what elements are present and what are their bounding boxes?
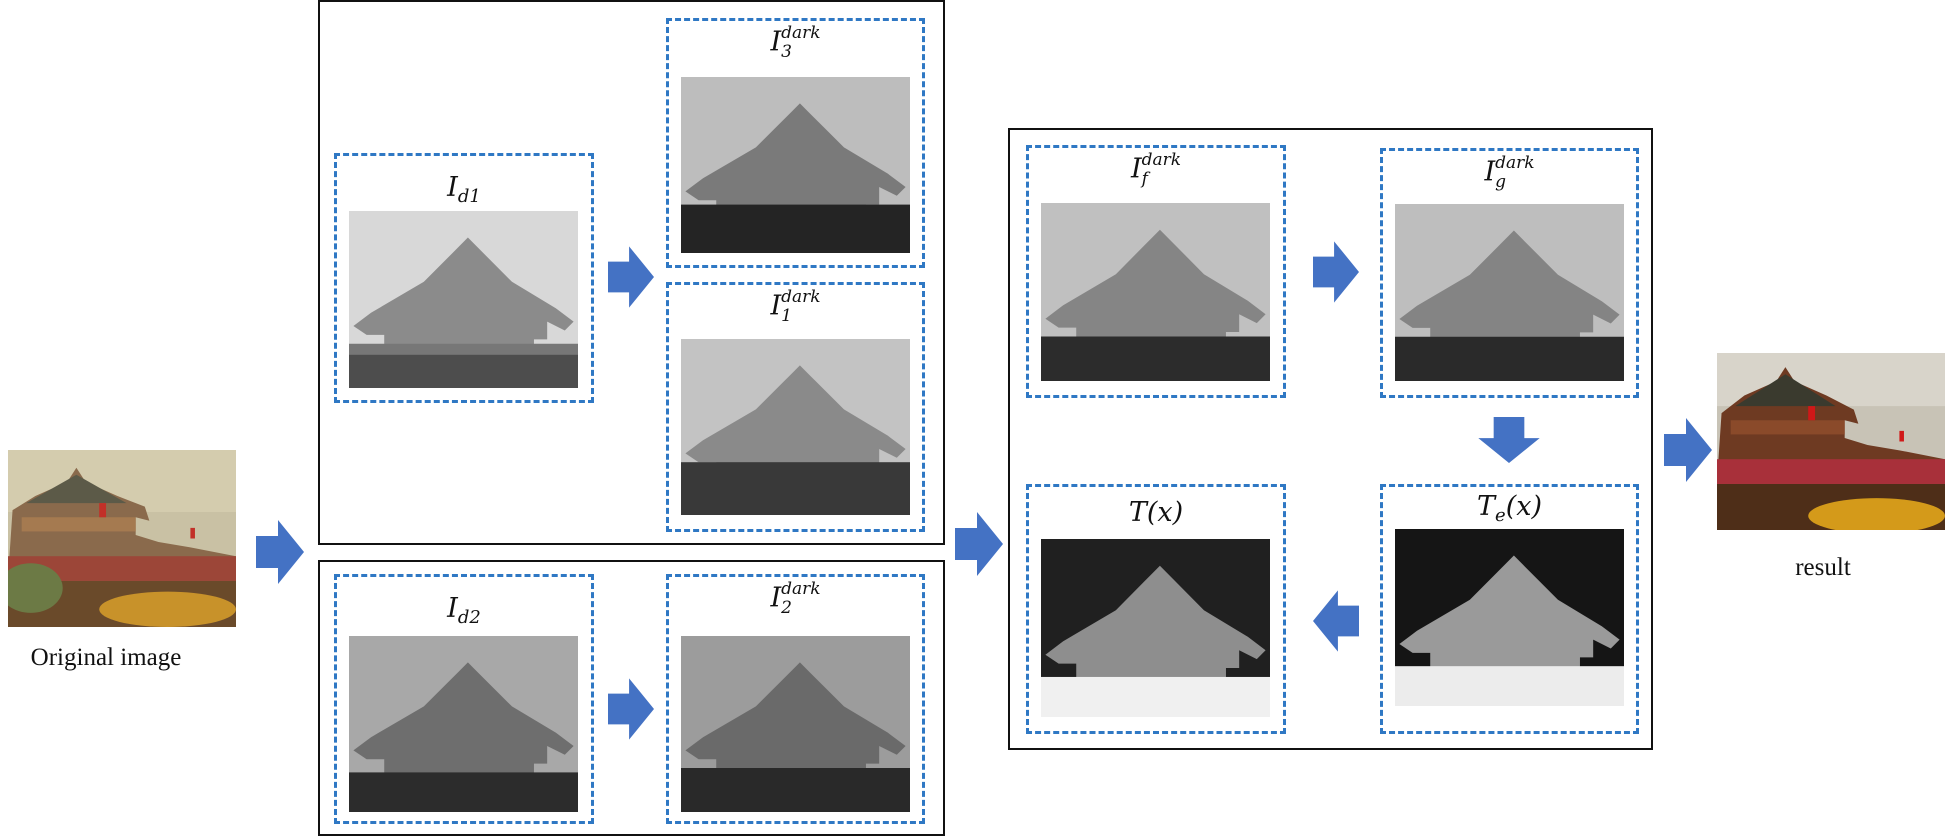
panel-t-x-label: T(x) xyxy=(1128,497,1184,528)
right-arrow-icon xyxy=(1313,241,1359,303)
down-arrow-icon xyxy=(1478,417,1540,463)
panel-i-d1: Id1 xyxy=(334,153,594,403)
result-image xyxy=(1717,353,1945,530)
image-i1-dark xyxy=(681,339,910,515)
panel-t-x: T(x) xyxy=(1026,484,1286,734)
image-i2-dark xyxy=(681,636,910,812)
image-t-x xyxy=(1041,539,1270,717)
fusion-frame xyxy=(1008,128,1653,750)
panel-i-d1-label: Id1 xyxy=(447,172,481,207)
panel-i-d2: Id2 xyxy=(334,574,594,824)
image-i3-dark xyxy=(681,77,910,253)
right-arrow-icon xyxy=(256,520,304,584)
panel-i-d2-label: Id2 xyxy=(447,593,481,628)
panel-te-x-label: Te(x) xyxy=(1477,491,1542,526)
image-if-dark xyxy=(1041,203,1270,381)
image-ig-dark xyxy=(1395,204,1624,381)
top-branch-frame xyxy=(318,0,945,545)
panel-te-x: Te(x) xyxy=(1380,484,1639,734)
result-caption: result xyxy=(1795,554,1851,581)
right-arrow-icon xyxy=(608,678,654,740)
right-arrow-icon xyxy=(955,512,1003,576)
right-arrow-icon xyxy=(1664,418,1712,482)
right-arrow-icon xyxy=(608,246,654,308)
original-image xyxy=(8,450,236,627)
bottom-branch-frame xyxy=(318,560,945,836)
original-image-caption: Original image xyxy=(30,644,182,671)
left-arrow-icon xyxy=(1313,590,1359,652)
image-i-d1 xyxy=(349,211,578,388)
image-te-x xyxy=(1395,529,1624,706)
image-i-d2 xyxy=(349,636,578,812)
